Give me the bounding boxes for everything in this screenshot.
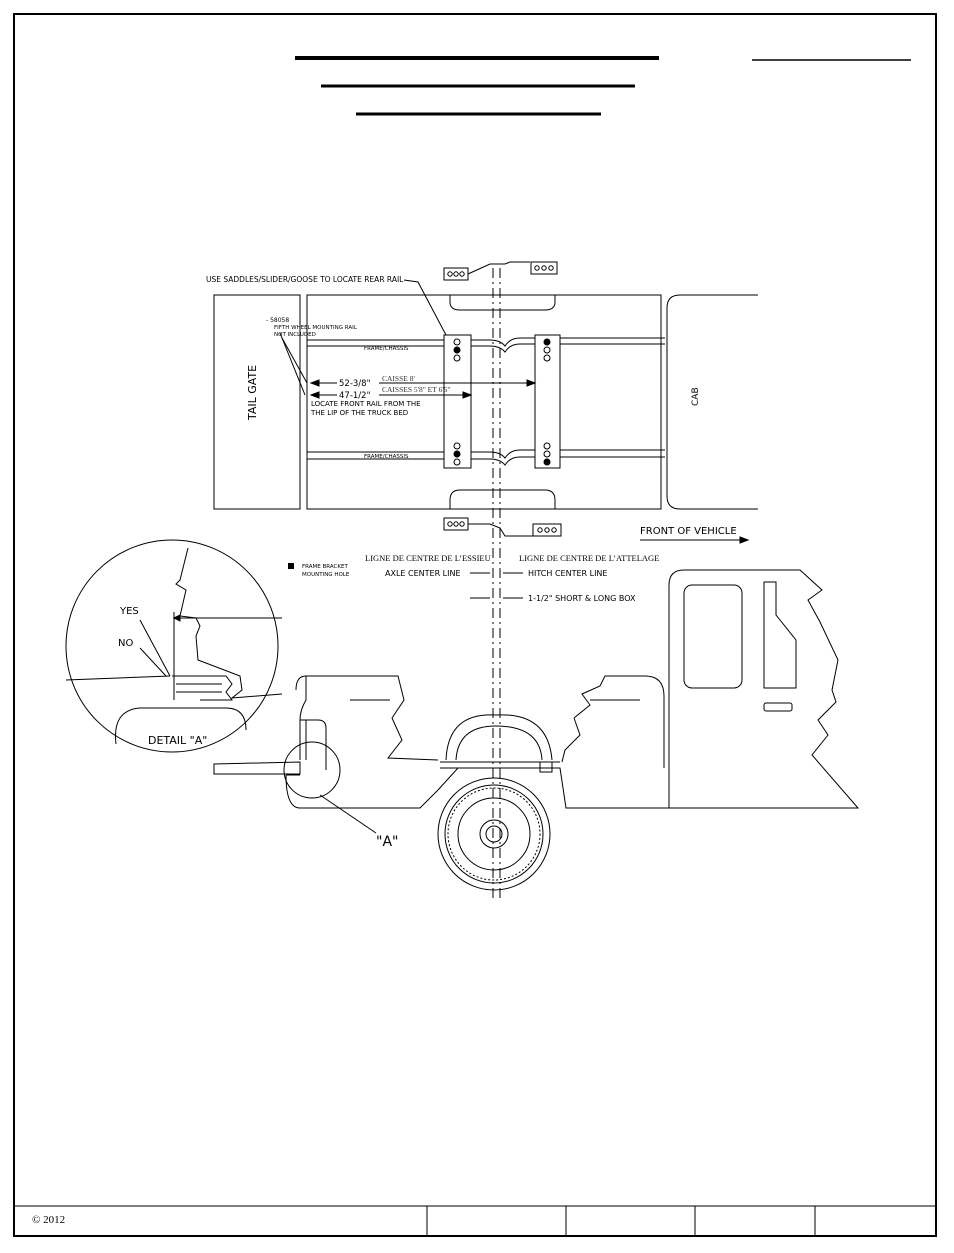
frame-chassis-top: FRAME/CHASSIS [364, 346, 409, 352]
front-rail-note-2: THE LIP OF THE TRUCK BED [310, 409, 408, 417]
hitch-fr-label: LIGNE DE CENTRE DE L’ATTELAGE [519, 553, 659, 563]
mounting-hole-legend-icon [288, 563, 294, 569]
rear-bumper [213, 761, 301, 775]
cab-window-rear [683, 584, 743, 689]
wheel-well-top [449, 295, 556, 311]
copyright: © 2012 [32, 1214, 65, 1226]
wheel-arch [445, 714, 553, 761]
yes-label: YES [119, 606, 139, 617]
cab-outline [666, 294, 758, 510]
legend-1: FRAME BRACKET [302, 564, 348, 570]
caisses-58-66: CAISSES 5'8" ET 6'6" [382, 385, 451, 394]
dim-short: 47-1/2" [339, 391, 371, 401]
legend-2: MOUNTING HOLE [302, 572, 350, 578]
tail-gate [213, 294, 301, 510]
callout-a-circle [283, 741, 341, 799]
axle-center-label: AXLE CENTER LINE [385, 569, 461, 578]
offset-label: 1-1/2" SHORT & LONG BOX [528, 594, 636, 603]
bracket-bottom-right [532, 523, 562, 537]
tail-gate-label: TAIL GATE [246, 365, 259, 421]
front-of-vehicle: FRONT OF VEHICLE [640, 526, 737, 537]
side-view-labels: YES NO DETAIL "A" "A" [118, 606, 398, 850]
cab-label: CAB [691, 387, 701, 406]
door-handle [763, 702, 793, 712]
part-number: - 58058 [266, 317, 289, 324]
top-view-diagram [213, 261, 758, 900]
dim-8ft: 52-3/8" [339, 379, 371, 389]
title-block [14, 1205, 936, 1236]
rail-holes [447, 265, 557, 533]
wheel-well-bottom [449, 489, 556, 509]
detail-a-label: DETAIL "A" [148, 734, 207, 747]
side-view-diagram [65, 539, 860, 891]
bracket-top-right [530, 261, 558, 275]
front-mounting-rail [534, 334, 561, 469]
rear-mounting-rail [443, 334, 472, 469]
rail-note-2: NOT INCLUDED [274, 332, 316, 338]
axle-fr-label: LIGNE DE CENTRE DE L’ESSIEU [365, 553, 491, 563]
header-rules [295, 56, 911, 116]
rail-note-1: FIFTH WHEEL MOUNTING RAIL [274, 325, 358, 331]
rear-rail-note: USE SADDLES/SLIDER/GOOSE TO LOCATE REAR … [206, 275, 404, 284]
truck-bed [306, 294, 662, 510]
caisse-8: CAISSE 8' [382, 374, 415, 383]
cab-window-front [763, 581, 797, 689]
front-rail-note-1: LOCATE FRONT RAIL FROM THE [311, 400, 421, 408]
callout-a-label: "A" [376, 834, 398, 850]
wheel-tire [437, 777, 551, 891]
no-label: NO [118, 638, 133, 649]
frame-chassis-bottom: FRAME/CHASSIS [364, 454, 409, 460]
top-view-labels: USE SADDLES/SLIDER/GOOSE TO LOCATE REAR … [206, 275, 737, 603]
cab-side [668, 569, 860, 809]
page-border [13, 13, 937, 1237]
hitch-center-label: HITCH CENTER LINE [528, 569, 607, 578]
detail-a-circle [65, 539, 279, 753]
